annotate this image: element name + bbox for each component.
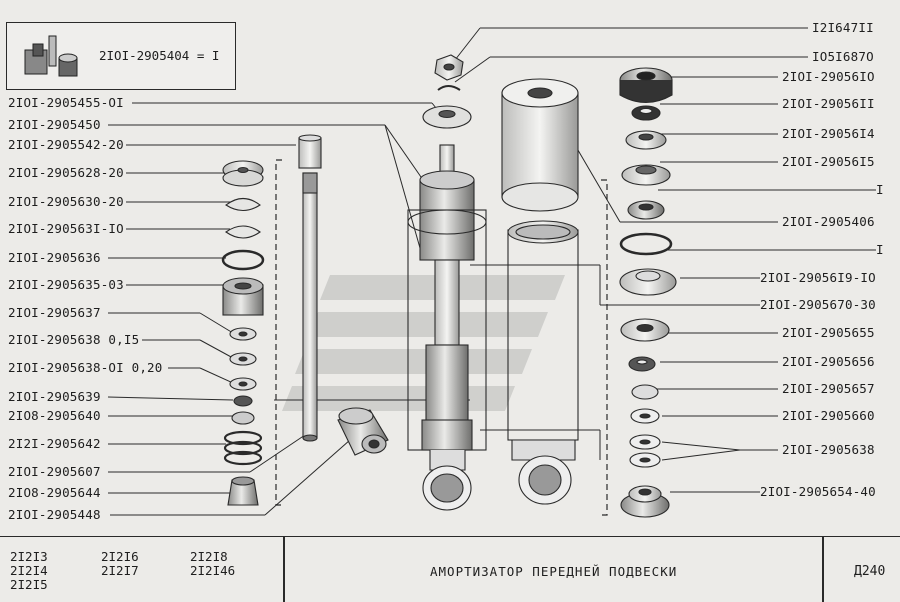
footer-divider xyxy=(822,537,824,602)
page-number: Д240 xyxy=(854,564,886,579)
part-label-right: 2IOI-29056IO xyxy=(782,69,875,84)
part-label-left: 2IOI-2905455-OI xyxy=(8,95,124,110)
leader-lines-left xyxy=(107,102,470,516)
model-code: 2I2I4 xyxy=(10,563,48,578)
part-label-right: 2IOI-2905670-30 xyxy=(760,297,876,312)
part-label-left: 2IOI-290563I-IO xyxy=(8,221,124,236)
model-code: 2I2I8 xyxy=(190,549,228,564)
piston-rod xyxy=(298,134,322,442)
group-brackets xyxy=(275,159,608,516)
part-label-right: I xyxy=(876,182,884,197)
model-code: 2I2I6 xyxy=(101,549,139,564)
part-label-left: 2IOI-2905630-20 xyxy=(8,194,124,209)
part-label-right: 2IOI-29056II xyxy=(782,96,875,111)
part-label-right: 2IOI-2905654-40 xyxy=(760,484,876,499)
part-label-right: 2IOI-2905655 xyxy=(782,325,875,340)
part-label-right: 2IOI-2905657 xyxy=(782,381,875,396)
rubber-bushing xyxy=(337,407,389,456)
right-small-parts xyxy=(619,67,677,518)
model-code: 2I2I7 xyxy=(101,563,139,578)
part-label-left: 2IOI-2905607 xyxy=(8,464,101,479)
part-label-right: I xyxy=(876,242,884,257)
part-label-left: 2IOI-2905542-20 xyxy=(8,137,124,152)
part-label-left: 2IOI-2905639 xyxy=(8,389,101,404)
footer-divider xyxy=(283,537,285,602)
part-label-left: 2IOI-2905637 xyxy=(8,305,101,320)
drawing-title: АМОРТИЗАТОР ПЕРЕДНЕЙ ПОДВЕСКИ xyxy=(430,564,678,579)
part-label-left: 2IOI-2905638 0,I5 xyxy=(8,332,140,347)
part-label-left: 2I2I-2905642 xyxy=(8,436,101,451)
model-code: 2I2I3 xyxy=(10,549,48,564)
part-label-right: 2IOI-2905406 xyxy=(782,214,875,229)
shock-absorber-exploded xyxy=(407,54,487,511)
model-code: 2I2I46 xyxy=(190,563,236,578)
left-small-parts xyxy=(221,160,265,506)
part-label-left: 2IOI-2905448 xyxy=(8,507,101,522)
dust-cover xyxy=(501,78,579,505)
part-label-right: 2IOI-2905660 xyxy=(782,408,875,423)
part-label-left: 2IOI-2905628-20 xyxy=(8,165,124,180)
inset-assembly-icon xyxy=(24,35,78,77)
part-label-left: 2IOI-2905450 xyxy=(8,117,101,132)
part-label-right: 2IOI-2905638 xyxy=(782,442,875,457)
watermark-logo xyxy=(282,275,565,411)
part-label-left: 2IOI-2905638-OI 0,20 xyxy=(8,360,163,375)
part-label-left: 2IOI-2905636 xyxy=(8,250,101,265)
part-label-left: 2IO8-2905640 xyxy=(8,408,101,423)
diagram-drawing xyxy=(107,27,876,518)
model-code: 2I2I5 xyxy=(10,577,48,592)
leader-lines-right xyxy=(454,27,876,493)
inset-part-number: 2IOI-2905404 = I xyxy=(99,48,220,63)
part-label-right: 2IOI-29056I4 xyxy=(782,126,875,141)
part-label-right: 2IOI-29056I9-IO xyxy=(760,270,876,285)
part-label-right: I2I647II xyxy=(812,20,874,35)
part-label-right: IO5I687O xyxy=(812,49,874,64)
inset-assembly-box: 2IOI-2905404 = I xyxy=(6,22,236,90)
part-label-left: 2IOI-2905635-03 xyxy=(8,277,124,292)
part-label-right: 2IOI-29056I5 xyxy=(782,154,875,169)
title-block: 2I2I3 2I2I4 2I2I5 2I2I6 2I2I7 2I2I8 2I2I… xyxy=(0,536,900,602)
part-label-right: 2IOI-2905656 xyxy=(782,354,875,369)
part-label-left: 2IO8-2905644 xyxy=(8,485,101,500)
